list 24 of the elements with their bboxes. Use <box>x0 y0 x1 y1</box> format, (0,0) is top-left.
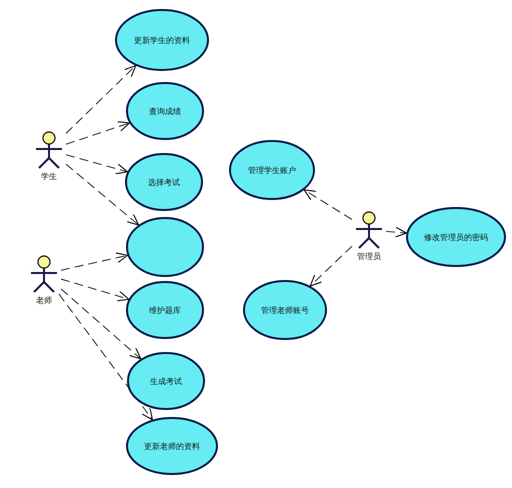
actor-figure: 学生 <box>34 131 64 182</box>
dependency-arrow <box>386 226 407 238</box>
use-case-ellipse: 修改管理员的密码 <box>406 207 506 267</box>
dependency-arrow <box>66 164 140 226</box>
dependency-arrow <box>58 294 153 420</box>
dependency-arrow <box>66 65 136 134</box>
use-case-ellipse: 查询成绩 <box>126 82 204 140</box>
use-case-ellipse: 更新学生的资料 <box>115 9 209 71</box>
use-case-ellipse <box>126 217 204 277</box>
actor-figure: 管理员 <box>354 211 384 262</box>
dependency-arrow <box>60 252 128 271</box>
use-case-ellipse: 管理老师账号 <box>243 280 327 340</box>
dependency-arrow <box>66 154 128 174</box>
dependency-arrow <box>310 246 352 286</box>
dependency-arrow <box>60 278 130 302</box>
use-case-ellipse: 生成考试 <box>127 352 205 410</box>
dependency-arrow <box>304 189 352 220</box>
use-case-ellipse: 选择考试 <box>125 153 203 211</box>
use-case-ellipse: 更新老师的资料 <box>126 417 218 475</box>
dependency-arrow <box>66 121 130 145</box>
dependency-arrow <box>60 288 142 360</box>
actor-figure: 老师 <box>29 255 59 306</box>
use-case-ellipse: 维护题库 <box>126 281 204 339</box>
use-case-ellipse: 管理学生账户 <box>229 140 315 200</box>
